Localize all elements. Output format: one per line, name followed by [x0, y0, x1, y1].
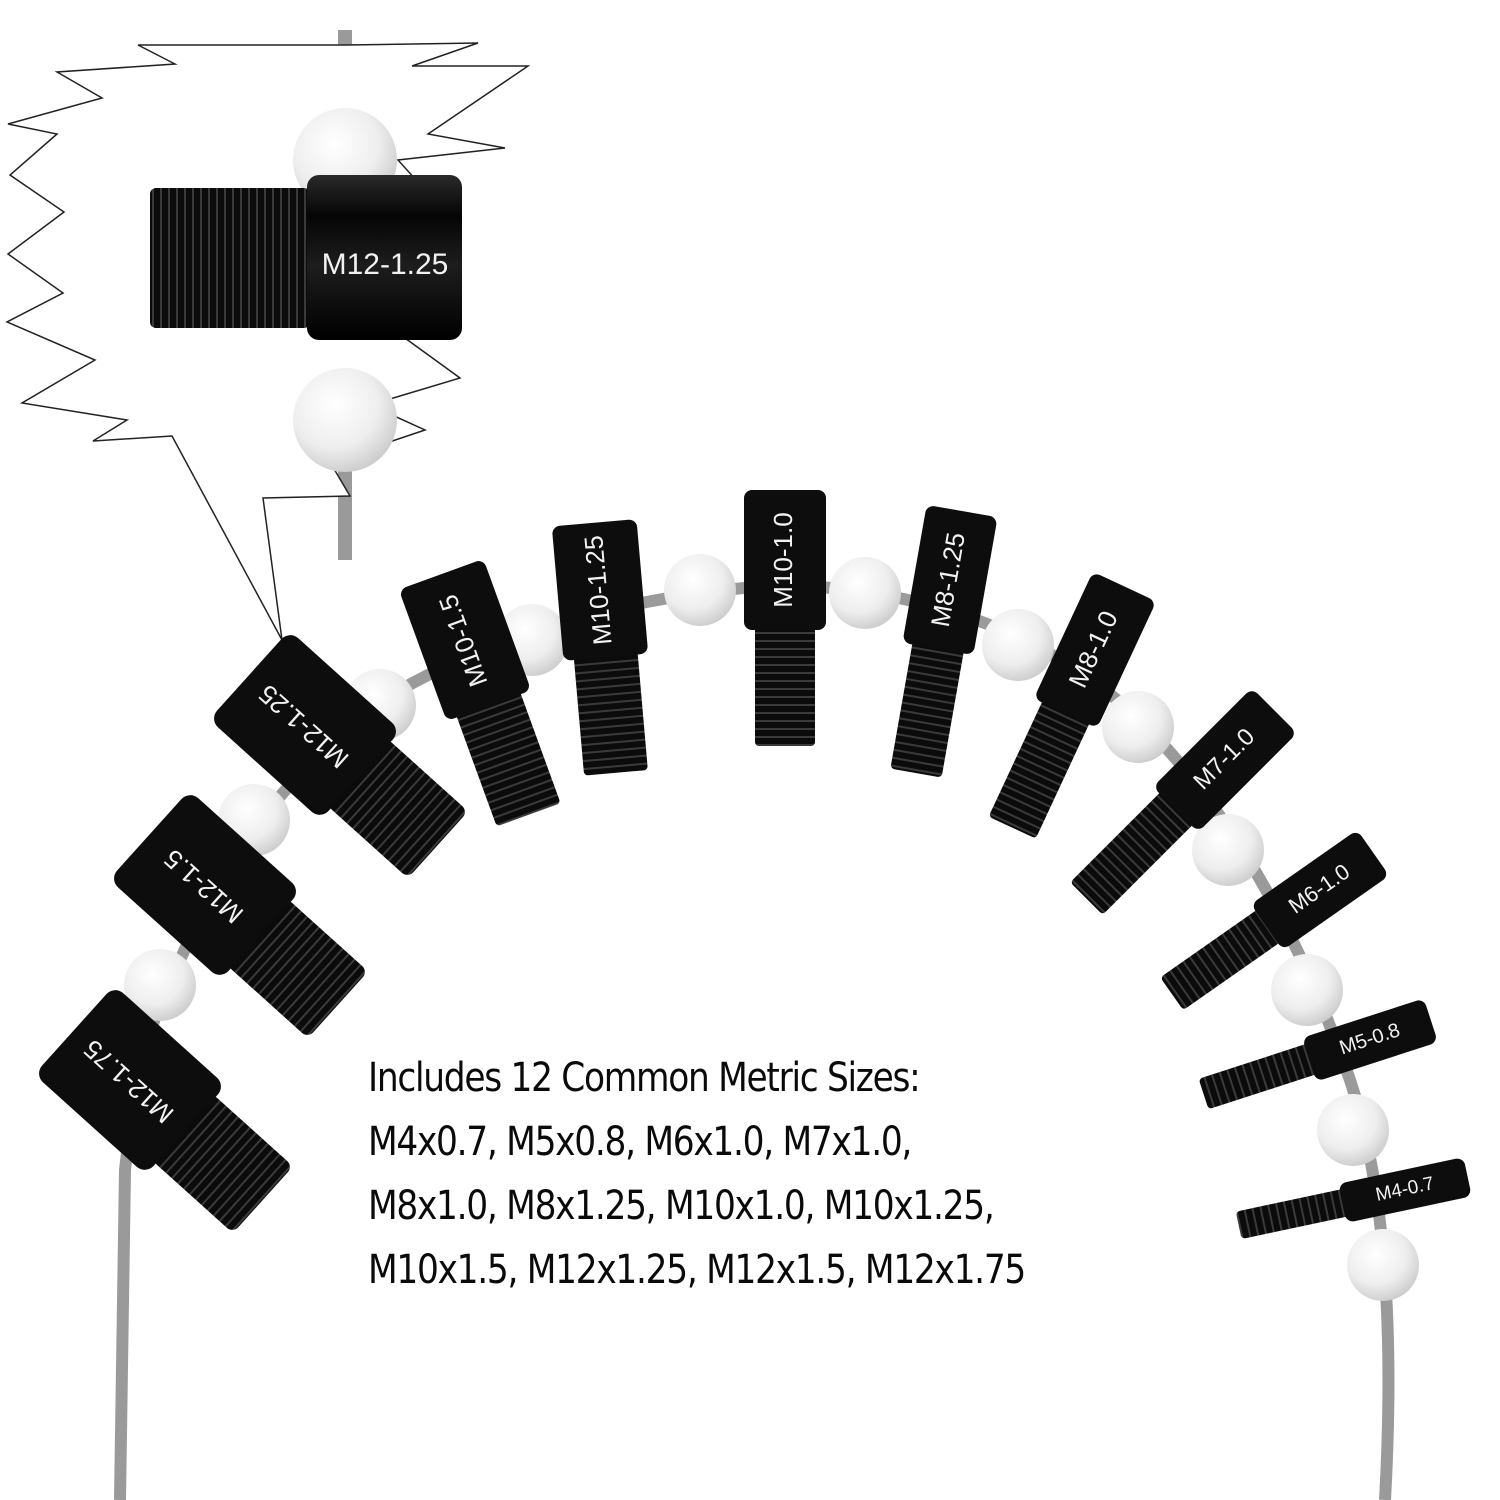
adapter-body [552, 519, 648, 661]
thread-adapter: M8-1.25 [890, 506, 997, 777]
adapter-thread [1236, 1189, 1349, 1239]
thread-adapter: M12-1.25 [214, 635, 465, 875]
callout-adapter-thread [150, 188, 310, 328]
bead [1102, 691, 1174, 763]
caption-line: M10x1.5, M12x1.25, M12x1.5, M12x1.75 [368, 1247, 1026, 1293]
adapter-thread [1161, 910, 1280, 1009]
thread-adapter: M8-1.0 [989, 574, 1154, 838]
bead [1192, 814, 1264, 886]
adapter-body [401, 561, 529, 719]
adapter-label: M10-1.0 [768, 512, 798, 607]
thread-adapter: M12-1.5 [114, 795, 365, 1035]
thread-adapter: M10-1.5 [401, 561, 560, 826]
bead [1317, 1094, 1389, 1166]
adapter-body [744, 490, 826, 630]
adapter-thread [755, 626, 815, 746]
thread-adapter: M4-0.7 [1236, 1158, 1471, 1239]
callout-adapter-group: M12-1.25 [150, 108, 462, 472]
adapter-body [114, 795, 296, 975]
adapter-thread [1199, 1044, 1317, 1109]
bead-layer [124, 554, 1419, 1301]
adapter-body [903, 506, 997, 654]
bead [124, 949, 196, 1021]
callout-adapter-label: M12-1.25 [322, 248, 449, 281]
zoom-callout-bubble [5, 42, 531, 641]
adapter-thread [154, 1096, 290, 1230]
adapter-body [1253, 832, 1387, 948]
thread-adapter: M10-1.0 [744, 490, 826, 746]
caption-line: M4x0.7, M5x0.8, M6x1.0, M7x1.0, [368, 1119, 912, 1165]
bead [829, 557, 901, 629]
adapter-thread [329, 741, 465, 875]
adapter-thread [989, 700, 1090, 838]
sizes-caption: Includes 12 Common Metric Sizes: M4x0.7,… [368, 1046, 1108, 1302]
adapter-body [39, 990, 221, 1170]
adapter-thread [229, 901, 365, 1035]
bead [664, 554, 736, 626]
adapter-thread [573, 650, 648, 776]
adapter-body [1036, 574, 1154, 726]
adapter-body [214, 635, 396, 815]
caption-heading: Includes 12 Common Metric Sizes: [368, 1055, 921, 1101]
adapter-thread [890, 641, 964, 777]
thread-adapter: M10-1.25 [552, 519, 648, 776]
adapter-body [1156, 691, 1294, 829]
thread-adapter: M5-0.8 [1199, 1000, 1436, 1109]
bead [982, 609, 1054, 681]
adapter-thread [1071, 792, 1193, 914]
callout-adapter-body [307, 175, 462, 340]
adapter-body [1339, 1158, 1471, 1222]
adapter-thread [456, 691, 560, 826]
adapter-body [1304, 1000, 1436, 1080]
bead [1347, 1229, 1419, 1301]
callout-bead-bottom [293, 368, 397, 472]
caption-line: M8x1.0, M8x1.25, M10x1.0, M10x1.25, [368, 1183, 995, 1229]
thread-adapter: M12-1.75 [39, 990, 290, 1230]
bead [1271, 954, 1343, 1026]
